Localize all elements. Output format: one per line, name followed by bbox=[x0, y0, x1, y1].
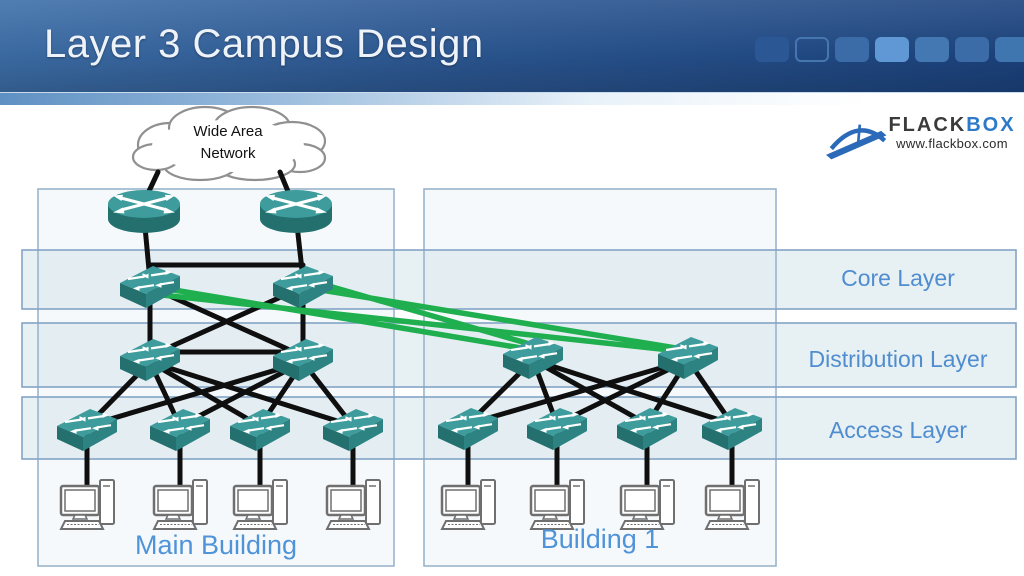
bridge-icon bbox=[826, 124, 887, 160]
flackbox-logo: FLACKBOX www.flackbox.com bbox=[826, 114, 1016, 162]
decor-square bbox=[795, 37, 829, 62]
pc-icon bbox=[232, 478, 289, 531]
pc-icon bbox=[59, 478, 116, 531]
network-links bbox=[84, 169, 735, 495]
decor-square bbox=[995, 37, 1024, 62]
pc-icon bbox=[440, 478, 497, 531]
access-layer-band-border bbox=[21, 396, 1017, 460]
brand-box: BOX bbox=[966, 114, 1016, 136]
decor-square bbox=[955, 37, 989, 62]
pc-icon bbox=[704, 478, 761, 531]
wan-router-icon bbox=[106, 188, 182, 235]
pc-icon bbox=[529, 478, 586, 531]
title-bar: Layer 3 Campus Design bbox=[0, 0, 1024, 92]
decor-square bbox=[915, 37, 949, 62]
building1-box-border bbox=[423, 188, 777, 567]
logo-url: www.flackbox.com bbox=[896, 136, 1008, 151]
decor-squares bbox=[755, 37, 1024, 62]
logo-text: FLACKBOX www.flackbox.com bbox=[888, 114, 1016, 151]
pc-icon bbox=[325, 478, 382, 531]
wan-cloud-icon bbox=[131, 105, 327, 182]
redundant-links bbox=[159, 279, 691, 355]
decor-square bbox=[835, 37, 869, 62]
decor-square bbox=[875, 37, 909, 62]
page-title: Layer 3 Campus Design bbox=[44, 22, 484, 66]
brand-flack: FLACK bbox=[888, 114, 967, 136]
main-building-box-border bbox=[37, 188, 395, 567]
pc-icon bbox=[152, 478, 209, 531]
core-layer-band-border bbox=[21, 249, 1017, 310]
decor-square bbox=[755, 37, 789, 62]
wan-router-icon bbox=[258, 188, 334, 235]
title-strip bbox=[0, 92, 1024, 105]
brand-name: FLACKBOX bbox=[888, 114, 1016, 136]
pc-icon bbox=[619, 478, 676, 531]
